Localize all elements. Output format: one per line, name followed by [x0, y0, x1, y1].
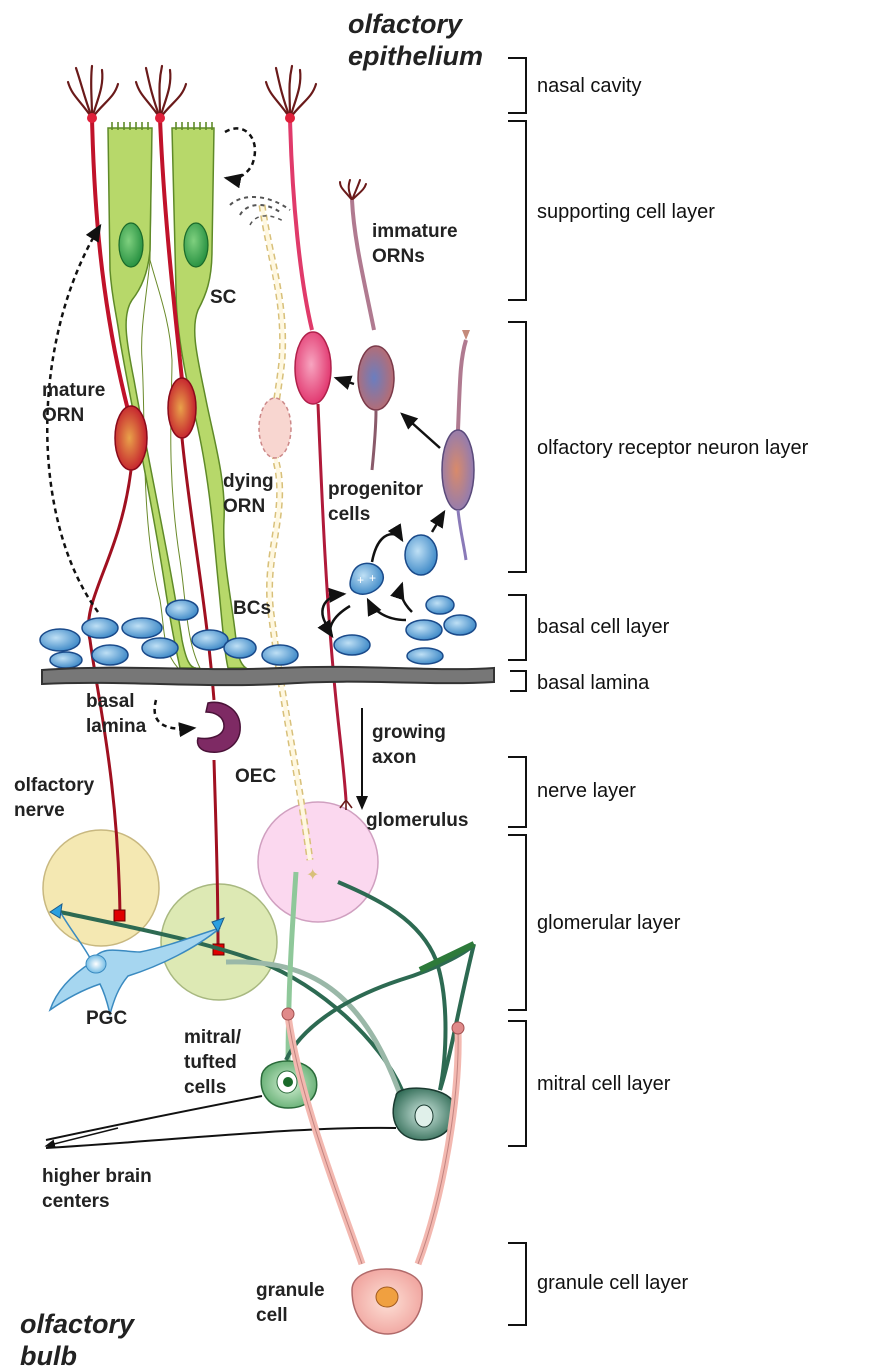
layer-label-nasal-cavity: nasal cavity: [537, 75, 642, 97]
immature-orns: + +: [340, 180, 474, 594]
layer-label-glomerular: glomerular layer: [537, 912, 681, 934]
oec-cell: [198, 702, 241, 752]
label-bcs: BCs: [233, 598, 271, 619]
label-progenitor-line2: cells: [328, 504, 370, 525]
layer-label-mitral: mitral cell layer: [537, 1073, 671, 1095]
layer-label-basal-lamina: basal lamina: [537, 672, 650, 694]
svg-text:+: +: [357, 573, 364, 587]
layer-brackets: [508, 58, 526, 1325]
svg-text:✦: ✦: [306, 867, 319, 884]
label-mature-line1: mature: [42, 380, 105, 401]
label-immature-line1: immature: [372, 221, 458, 242]
svg-text:+: +: [369, 571, 376, 585]
label-olfactory-nerve-line2: nerve: [14, 800, 65, 821]
label-mitral-line2: tufted: [184, 1052, 237, 1073]
title-olfactory-bulb-line2: bulb: [20, 1341, 77, 1369]
label-progenitor-line1: progenitor: [328, 479, 424, 500]
label-sc: SC: [210, 287, 237, 308]
label-mitral-line3: cells: [184, 1077, 226, 1098]
basal-lamina-band: [42, 667, 494, 685]
title-olfactory-bulb-line1: olfactory: [20, 1309, 136, 1339]
label-basal-lamina-line1: basal: [86, 691, 135, 712]
label-mature-line2: ORN: [42, 405, 84, 426]
label-higher-line2: centers: [42, 1191, 110, 1212]
layer-label-basal-cell: basal cell layer: [537, 616, 670, 638]
label-granule-line2: cell: [256, 1305, 288, 1326]
label-growing-axon-line1: growing: [372, 722, 446, 743]
label-basal-lamina-line2: lamina: [86, 716, 147, 737]
layer-label-granule: granule cell layer: [537, 1272, 689, 1294]
label-immature-line2: ORNs: [372, 246, 425, 267]
label-dying-line1: dying: [223, 471, 274, 492]
label-growing-axon-line2: axon: [372, 747, 416, 768]
title-olfactory-epithelium-line2: epithelium: [348, 41, 483, 71]
layer-label-supporting-cell: supporting cell layer: [537, 201, 715, 223]
label-olfactory-nerve-line1: olfactory: [14, 775, 95, 796]
label-mitral-line1: mitral/: [184, 1027, 242, 1048]
label-oec: OEC: [235, 766, 276, 787]
label-pgc: PGC: [86, 1008, 127, 1029]
label-higher-line1: higher brain: [42, 1166, 152, 1187]
layer-label-nerve: nerve layer: [537, 780, 636, 802]
title-olfactory-epithelium-line1: olfactory: [348, 9, 464, 39]
layer-label-orn: olfactory receptor neuron layer: [537, 437, 809, 459]
glomerulus-pink: [258, 802, 378, 922]
label-granule-line1: granule: [256, 1280, 325, 1301]
label-glomerulus: glomerulus: [366, 810, 468, 831]
label-dying-line2: ORN: [223, 496, 265, 517]
